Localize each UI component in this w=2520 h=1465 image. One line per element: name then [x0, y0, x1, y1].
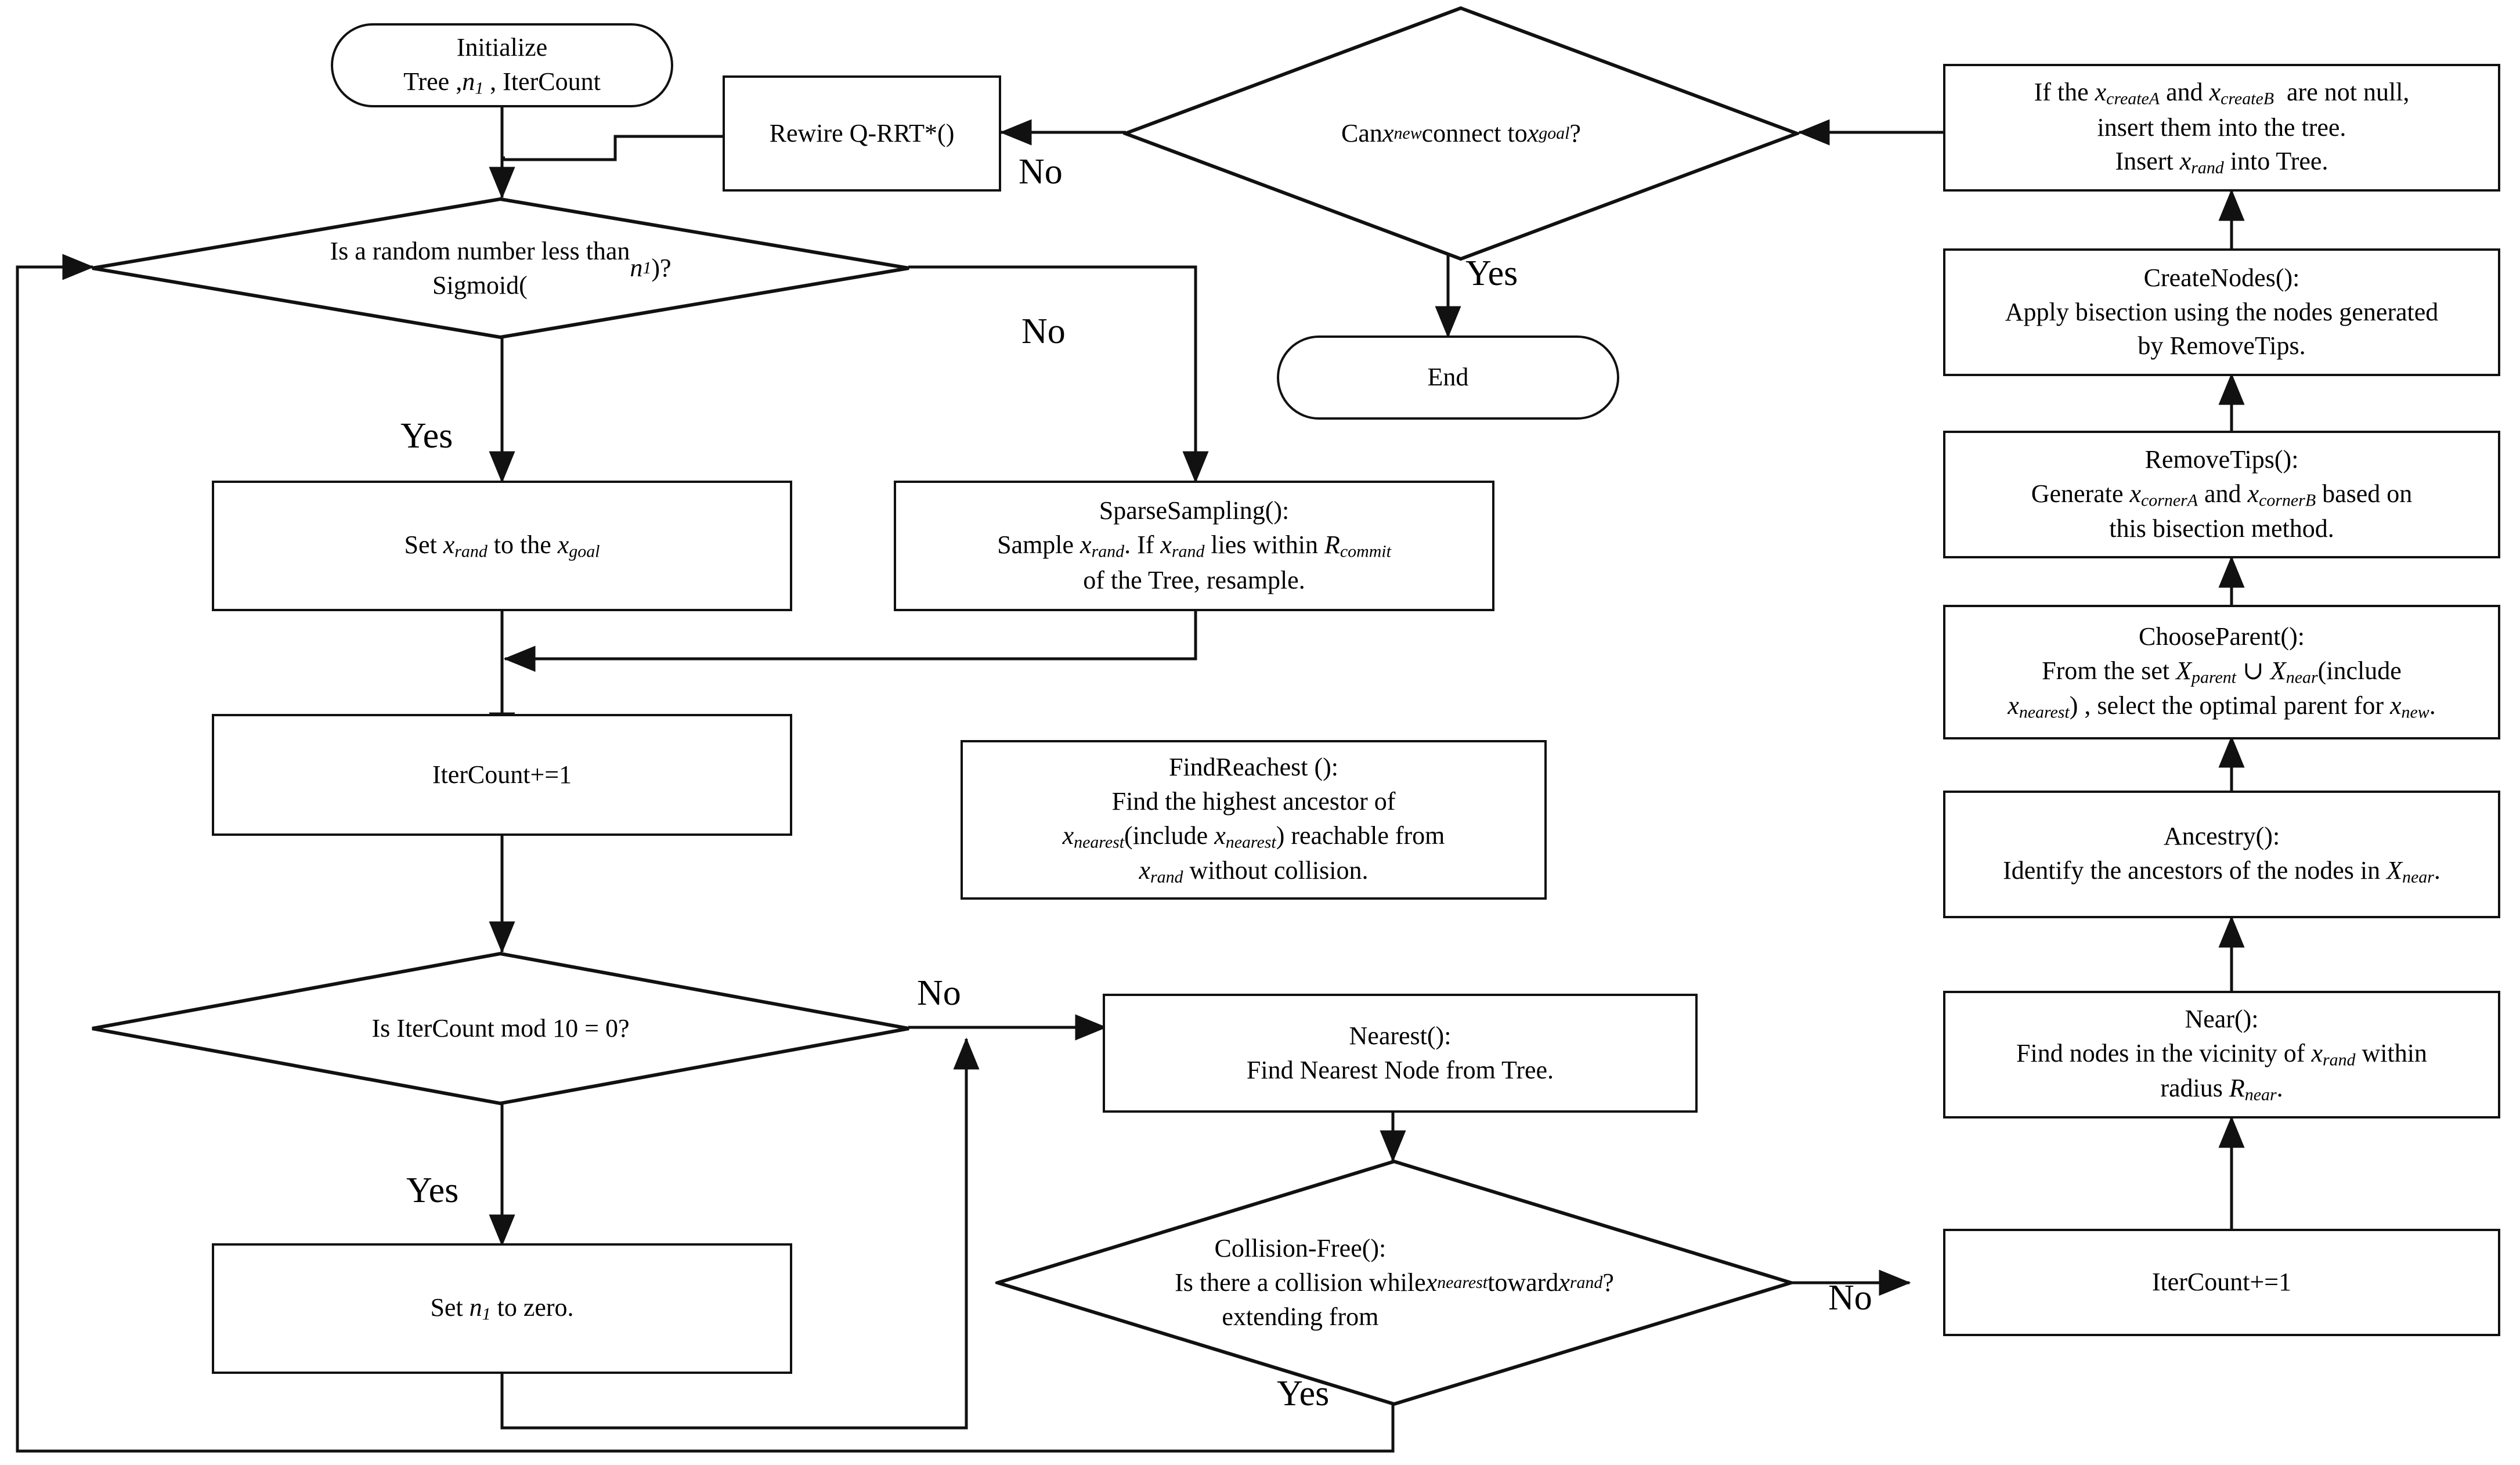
edge-label-canconnect-yes: Yes: [1465, 254, 1518, 293]
node-itercount-mod-label: Is IterCount mod 10 = 0?: [371, 1014, 630, 1043]
edge-label-collision-no: No: [1828, 1278, 1872, 1318]
node-collision-free[interactable]: Collision-Free():Is there a collision wh…: [995, 1160, 1793, 1406]
edge-label-canconnect-no: No: [1019, 152, 1063, 192]
node-rewire-label: Rewire Q-RRT*(): [769, 118, 955, 147]
node-create-nodes[interactable]: CreateNodes():Apply bisection using the …: [1943, 248, 2500, 376]
node-find-reachest[interactable]: FindReachest ():Find the highest ancesto…: [961, 740, 1547, 900]
node-set-n1-zero-label: Set n1 to zero.: [430, 1293, 574, 1324]
node-sparse-sampling-label: SparseSampling():Sample xrand. If xrand …: [997, 496, 1391, 594]
node-itercount-right[interactable]: IterCount+=1: [1943, 1229, 2500, 1336]
node-nearest-label: Nearest():Find Nearest Node from Tree.: [1246, 1021, 1554, 1084]
edge-label-sigmoid-no: No: [1021, 312, 1066, 351]
node-rewire[interactable]: Rewire Q-RRT*(): [723, 75, 1001, 192]
node-end-label: End: [1427, 363, 1469, 392]
node-itercount-left[interactable]: IterCount+=1: [212, 714, 792, 836]
node-insert-tree[interactable]: If the xcreateA and xcreateB are not nul…: [1943, 64, 2500, 192]
node-near-label: Near():Find nodes in the vicinity of xra…: [2016, 1004, 2427, 1105]
node-set-xrand-goal[interactable]: Set xrand to the xgoal: [212, 481, 792, 611]
node-itercount-left-label: IterCount+=1: [432, 760, 572, 789]
edge-rewire-to-sigmoid: [502, 135, 724, 161]
edge-rewire-join: [489, 156, 515, 199]
node-remove-tips-label: RemoveTips():Generate xcornerA and xcorn…: [2031, 445, 2413, 543]
edge-label-sigmoid-yes: Yes: [400, 416, 453, 456]
node-set-n1-zero[interactable]: Set n1 to zero.: [212, 1243, 792, 1374]
node-near[interactable]: Near():Find nodes in the vicinity of xra…: [1943, 991, 2500, 1118]
node-end[interactable]: End: [1277, 335, 1619, 420]
node-nearest[interactable]: Nearest():Find Nearest Node from Tree.: [1103, 994, 1698, 1113]
node-ancestry-label: Ancestry():Identify the ancestors of the…: [2003, 822, 2440, 887]
node-ancestry[interactable]: Ancestry():Identify the ancestors of the…: [1943, 791, 2500, 918]
node-choose-parent-label: ChooseParent():From the set Xparent ∪ Xn…: [2008, 622, 2436, 723]
node-collision-free-label: Collision-Free():Is there a collision wh…: [1175, 1234, 1614, 1331]
edge-label-collision-yes: Yes: [1277, 1374, 1330, 1413]
node-itercount-right-label: IterCount+=1: [2151, 1268, 2292, 1297]
edge-sigmoid-no-to-sparsesampling: [908, 265, 1209, 483]
edge-sparsesampling-to-trunk: [503, 609, 1197, 672]
node-create-nodes-label: CreateNodes():Apply bisection using the …: [2005, 263, 2439, 360]
edge-label-mod-no: No: [917, 973, 961, 1013]
edge-label-mod-yes: Yes: [406, 1171, 459, 1210]
node-insert-tree-label: If the xcreateA and xcreateB are not nul…: [2034, 77, 2410, 178]
node-remove-tips[interactable]: RemoveTips():Generate xcornerA and xcorn…: [1943, 431, 2500, 558]
node-choose-parent[interactable]: ChooseParent():From the set Xparent ∪ Xn…: [1943, 605, 2500, 739]
node-itercount-mod[interactable]: Is IterCount mod 10 = 0?: [90, 952, 911, 1106]
node-sparse-sampling[interactable]: SparseSampling():Sample xrand. If xrand …: [894, 481, 1494, 611]
node-find-reachest-label: FindReachest ():Find the highest ancesto…: [1062, 752, 1445, 887]
node-set-xrand-goal-label: Set xrand to the xgoal: [404, 531, 600, 561]
